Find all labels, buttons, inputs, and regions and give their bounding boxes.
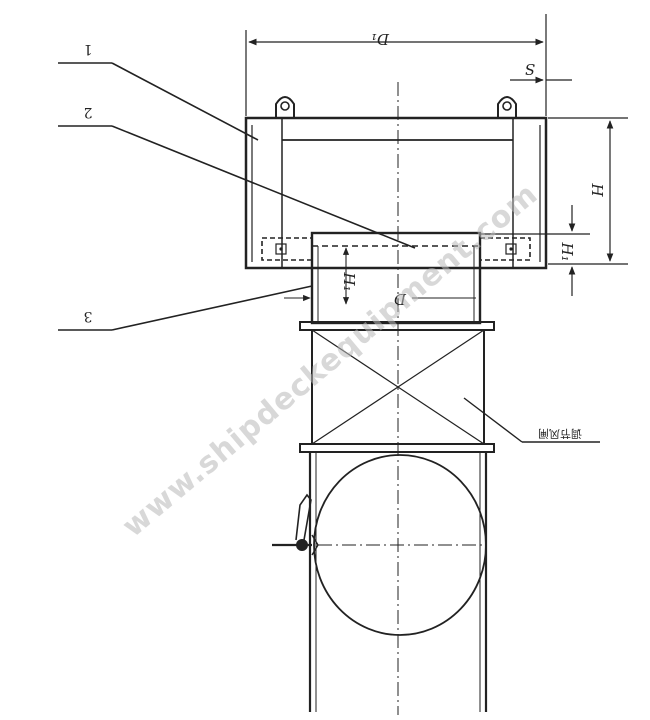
callout-2: 2 <box>84 104 93 120</box>
dim-inlet-height <box>480 205 590 296</box>
lifting-eye-right-icon <box>497 96 517 118</box>
dim-inner-height-label: H₁ <box>340 271 358 291</box>
damper-annotation: 调节风闸 <box>538 427 582 440</box>
leader-2 <box>58 125 416 249</box>
dim-overall-width-label: D₁ <box>371 30 390 48</box>
dim-inner-diameter-label: D <box>394 290 407 308</box>
callout-1: 1 <box>84 41 93 57</box>
leader-1 <box>58 62 259 141</box>
lifting-eye-left-icon <box>275 96 295 118</box>
damper-section <box>311 329 485 445</box>
damper-disc <box>313 454 487 636</box>
dim-inlet-height-label: H₁ <box>558 241 576 261</box>
leader-3 <box>58 285 313 331</box>
lower-duct <box>308 452 488 712</box>
dim-overall-height <box>548 117 628 265</box>
damper-handle-icon <box>272 493 319 556</box>
hood-box <box>244 116 548 270</box>
lower-flange <box>299 443 495 453</box>
dim-top-offset-label: S <box>525 60 535 78</box>
dim-overall-height-label: H <box>588 182 606 197</box>
upper-flange <box>299 321 495 331</box>
leader-damper <box>463 397 600 443</box>
left-bracket <box>261 237 313 261</box>
callout-3: 3 <box>84 308 93 324</box>
dim-overall-width <box>245 14 547 116</box>
